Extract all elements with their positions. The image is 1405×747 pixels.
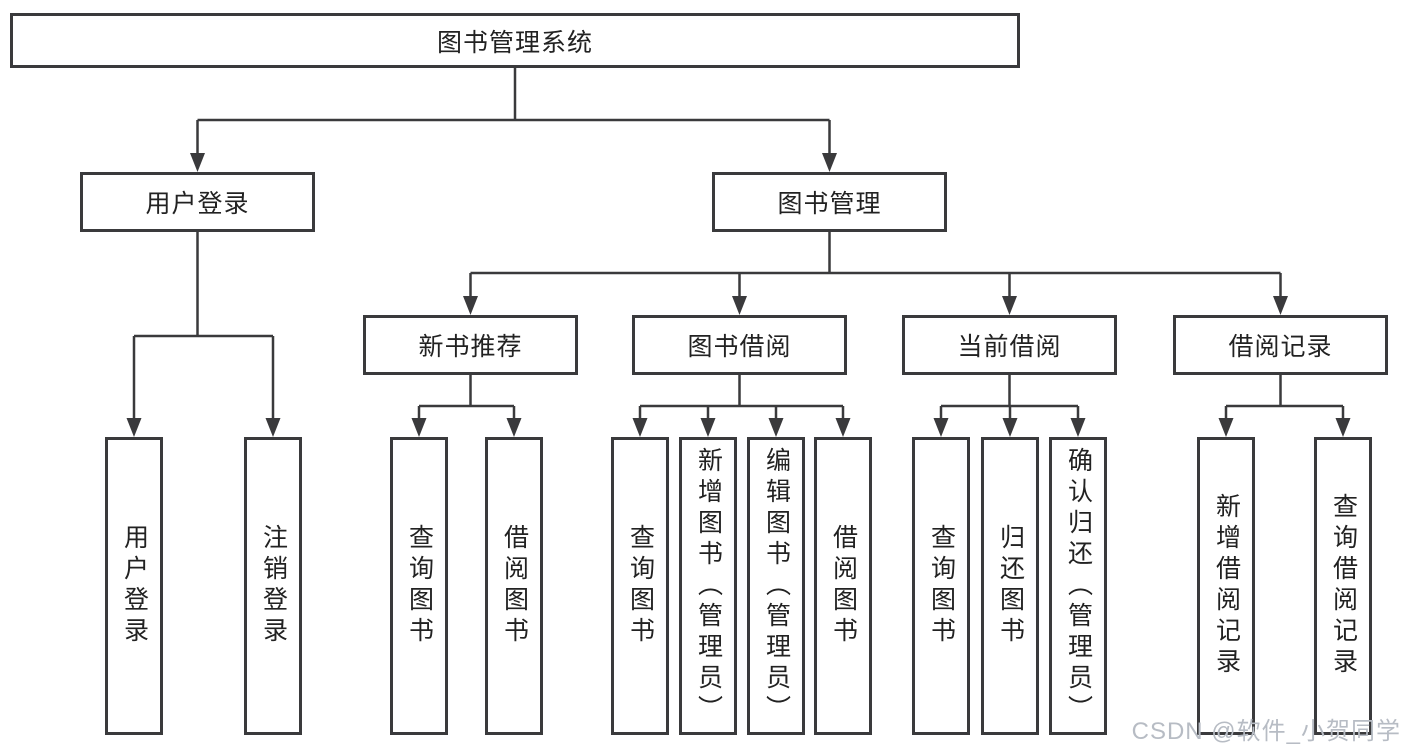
node-leaf-current-query-book: 查询图书: [912, 437, 970, 735]
node-label: 用户登录: [120, 524, 149, 648]
node-leaf-return-book: 归还图书: [981, 437, 1039, 735]
node-label: 查询图书: [405, 524, 434, 648]
node-book-management: 图书管理: [712, 172, 947, 232]
node-label: 借阅图书: [829, 524, 858, 648]
node-leaf-query-borrow-record: 查询借阅记录: [1314, 437, 1372, 735]
node-label: 图书管理系统: [436, 28, 593, 57]
node-leaf-borrowing-query-book: 查询图书: [611, 437, 669, 735]
node-root: 图书管理系统: [10, 13, 1020, 68]
node-leaf-user-login: 用户登录: [105, 437, 163, 735]
node-label: 新增借阅记录: [1212, 493, 1241, 679]
node-label: 新增图书（管理员）: [694, 446, 723, 726]
watermark-text: CSDN @软件_小贺同学: [1131, 718, 1401, 745]
node-book-borrowing: 图书借阅: [632, 315, 847, 375]
node-label: 图书借阅: [687, 333, 792, 361]
node-label: 查询图书: [927, 524, 956, 648]
node-label: 归还图书: [996, 524, 1025, 648]
node-leaf-edit-book-admin: 编辑图书（管理员）: [747, 437, 805, 735]
node-label: 图书管理: [777, 190, 882, 218]
node-label: 查询借阅记录: [1329, 493, 1358, 679]
node-leaf-confirm-return-admin: 确认归还（管理员）: [1049, 437, 1107, 735]
node-leaf-logout: 注销登录: [244, 437, 302, 735]
node-label: 当前借阅: [957, 333, 1062, 361]
node-leaf-newbook-query-book: 查询图书: [390, 437, 448, 735]
node-label: 借阅图书: [500, 524, 529, 648]
node-label: 用户登录: [145, 190, 250, 218]
node-label: 编辑图书（管理员）: [762, 446, 791, 726]
node-label: 注销登录: [259, 524, 288, 648]
node-label: 查询图书: [626, 524, 655, 648]
node-borrowing-records: 借阅记录: [1173, 315, 1388, 375]
node-new-book-recommend: 新书推荐: [363, 315, 578, 375]
node-leaf-newbook-borrow-book: 借阅图书: [485, 437, 543, 735]
node-label: 确认归还（管理员）: [1064, 446, 1093, 726]
node-current-borrowing: 当前借阅: [902, 315, 1117, 375]
node-leaf-add-borrow-record: 新增借阅记录: [1197, 437, 1255, 735]
node-user-login: 用户登录: [80, 172, 315, 232]
node-label: 新书推荐: [418, 333, 523, 361]
node-label: 借阅记录: [1228, 333, 1333, 361]
node-leaf-borrowing-borrow-book: 借阅图书: [814, 437, 872, 735]
node-leaf-add-book-admin: 新增图书（管理员）: [679, 437, 737, 735]
